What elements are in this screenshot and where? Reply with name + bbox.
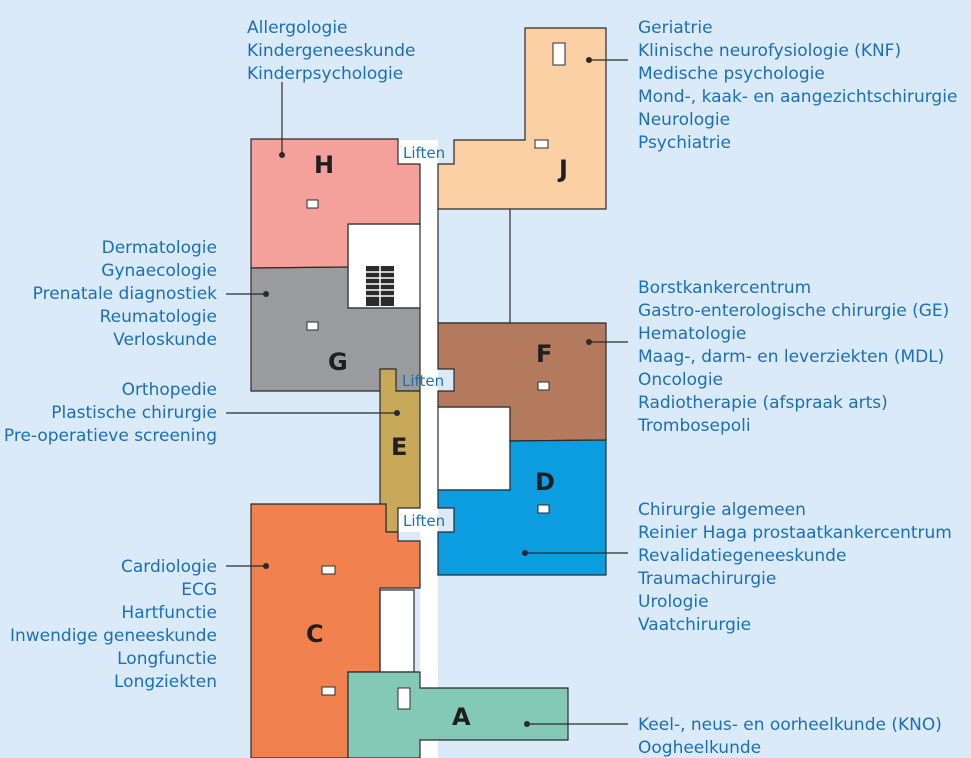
- department-item: Longziekten: [114, 672, 217, 692]
- wing-G-letter: G: [328, 348, 348, 376]
- wing-A-marker: [397, 687, 411, 710]
- department-item: Plastische chirurgie: [51, 403, 217, 423]
- department-item: Vaatchirurgie: [638, 615, 751, 635]
- department-item: Gastro-enterologische chirurgie (GE): [638, 301, 949, 321]
- department-item: Dermatologie: [102, 238, 217, 258]
- dept-list-A: Keel-, neus- en oorheelkunde (KNO) Ooghee…: [638, 715, 942, 758]
- department-item: Urologie: [638, 592, 709, 612]
- department-item: Longfunctie: [117, 649, 217, 669]
- wing-J-marker-top: [552, 42, 566, 66]
- wing-G-marker: [306, 321, 319, 331]
- department-item: Radiotherapie (afspraak arts): [638, 393, 888, 413]
- department-item: Gynaecologie: [101, 261, 217, 281]
- wing-A-letter: A: [452, 703, 471, 731]
- department-item: Mond-, kaak- en aangezichtschirurgie: [638, 87, 957, 107]
- department-item: Revalidatiegeneeskunde: [638, 546, 846, 566]
- department-item: Traumachirurgie: [637, 569, 776, 589]
- wing-D[interactable]: [437, 439, 607, 576]
- wing-J-letter: J: [557, 155, 568, 183]
- department-item: Neurologie: [638, 110, 730, 130]
- lift-label-bottom: Liften: [403, 512, 445, 530]
- courtyard-f-d: [437, 406, 511, 491]
- courtyard-c: [379, 589, 415, 673]
- department-item: ECG: [181, 580, 217, 600]
- department-item: Borstkankercentrum: [638, 278, 811, 298]
- department-item: Prenatale diagnostiek: [33, 284, 217, 304]
- wing-E-letter: E: [391, 433, 407, 461]
- department-item: Kinderpsychologie: [247, 64, 403, 84]
- wing-C-marker: [321, 565, 336, 575]
- department-item: Hartfunctie: [121, 603, 217, 623]
- lift-label-middle: Liften: [402, 372, 444, 390]
- department-item: Maag-, darm- en leverziekten (MDL): [638, 347, 944, 367]
- department-item: Cardiologie: [121, 557, 217, 577]
- department-item: Psychiatrie: [638, 133, 731, 153]
- wing-G[interactable]: [250, 266, 421, 392]
- department-item: Klinische neurofysiologie (KNF): [638, 41, 901, 61]
- wing-F[interactable]: [437, 322, 607, 442]
- department-item: Reumatologie: [100, 307, 217, 327]
- wing-F-marker: [537, 381, 550, 391]
- department-item: Pre-operatieve screening: [4, 426, 217, 446]
- wing-D-letter: D: [535, 468, 555, 496]
- wing-H-letter: H: [314, 151, 334, 179]
- wing-J-marker: [534, 139, 549, 149]
- department-item: Medische psychologie: [638, 64, 825, 84]
- connector-j-f: [437, 207, 511, 324]
- department-item: Chirurgie algemeen: [638, 500, 806, 520]
- department-item: Reinier Haga prostaatkankercentrum: [638, 523, 952, 543]
- wing-C[interactable]: [250, 503, 421, 758]
- department-item: Geriatrie: [638, 18, 713, 38]
- department-item: Trombosepoli: [637, 416, 751, 436]
- department-item: Verloskunde: [113, 330, 217, 350]
- department-item: Kindergeneeskunde: [247, 41, 416, 61]
- department-item: Oogheelkunde: [638, 738, 761, 758]
- wing-D-marker: [537, 504, 550, 514]
- wing-H-marker: [306, 199, 319, 209]
- department-item: Oncologie: [638, 370, 723, 390]
- lift-label-top: Liften: [403, 144, 445, 162]
- wing-F-letter: F: [536, 340, 552, 368]
- department-item: Hematologie: [638, 324, 746, 344]
- wing-C-letter: C: [306, 620, 324, 648]
- wing-J[interactable]: [437, 27, 607, 210]
- department-item: Allergologie: [247, 18, 348, 38]
- department-item: Inwendige geneeskunde: [10, 626, 217, 646]
- wing-C-marker-lower: [321, 686, 336, 696]
- department-item: Keel-, neus- en oorheelkunde (KNO): [638, 715, 942, 735]
- stairwell: [366, 266, 394, 306]
- department-item: Orthopedie: [122, 380, 217, 400]
